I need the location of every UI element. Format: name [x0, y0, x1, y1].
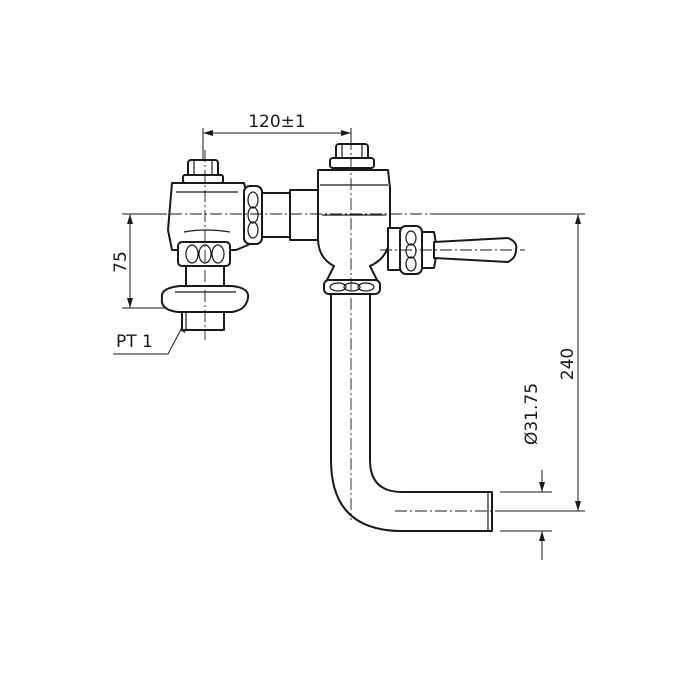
thread-leader: PT 1: [113, 319, 187, 355]
centerlines: [130, 138, 525, 520]
thread-label: PT 1: [116, 332, 153, 352]
flush-valve-body: [317, 143, 518, 295]
dimension-label-240: 240: [558, 348, 578, 380]
dimension-pipe-diameter: Ø31.75: [500, 383, 552, 560]
stop-valve: [160, 159, 263, 331]
dimension-label-75: 75: [111, 251, 131, 273]
flush-pipe: [330, 293, 493, 532]
connecting-pipe: [261, 189, 325, 241]
dimension-height-total: 240: [433, 213, 585, 512]
dimension-label-width: 120±1: [248, 112, 306, 132]
dimension-label-diameter: Ø31.75: [522, 383, 542, 445]
dimension-height-left: 75: [111, 213, 165, 309]
dimension-width-spacing: 120±1: [202, 112, 352, 160]
